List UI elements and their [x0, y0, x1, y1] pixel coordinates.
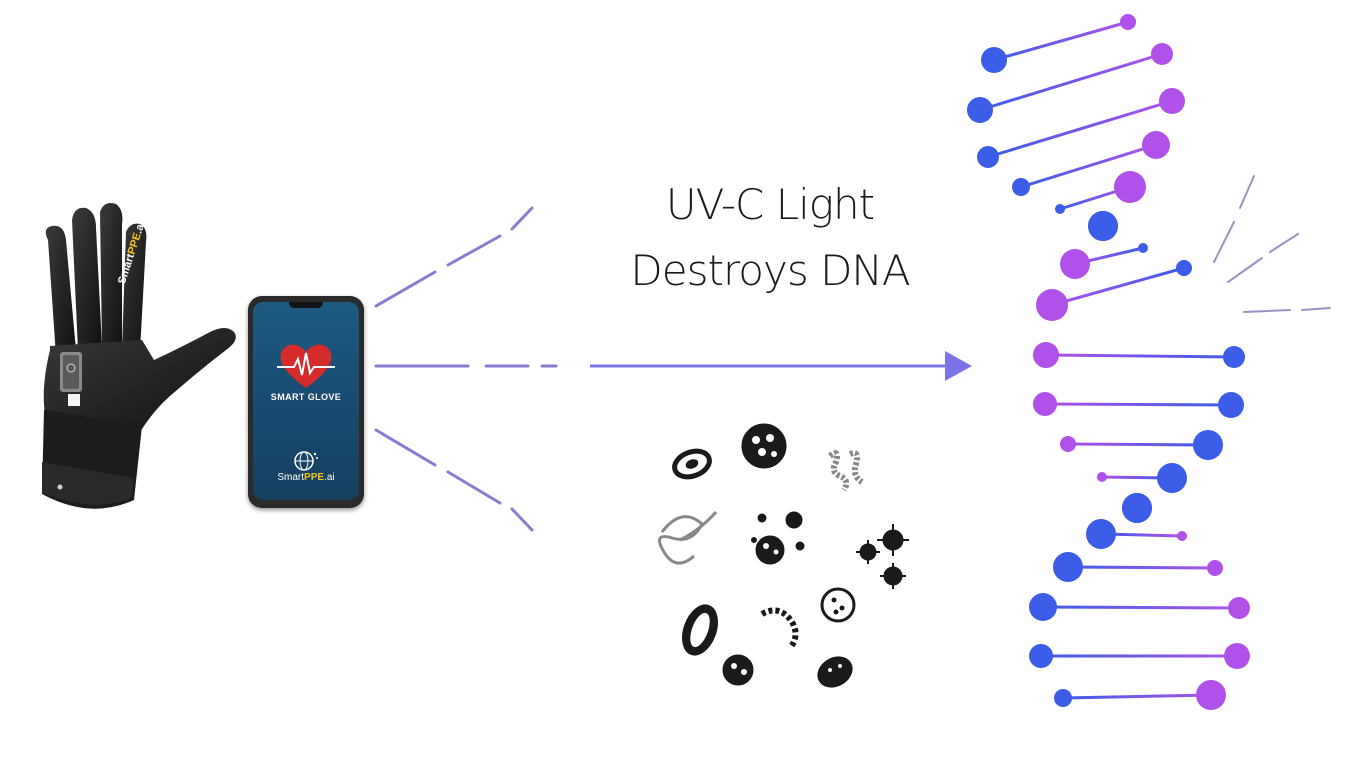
- dna-node: [1177, 531, 1187, 541]
- dna-node: [1012, 178, 1030, 196]
- dna-node: [1196, 680, 1226, 710]
- dna-node: [1142, 131, 1170, 159]
- headline-line-1: UV-C Light: [665, 180, 875, 229]
- dna-rung: [1020, 143, 1157, 189]
- dna-node: [1157, 463, 1187, 493]
- dna-node: [1120, 14, 1136, 30]
- microbes-icon: [658, 423, 909, 688]
- dna-node: [1029, 644, 1053, 668]
- dna-node: [1033, 392, 1057, 416]
- phone-brand-label: SmartPPE.ai: [277, 472, 335, 483]
- dna-node: [1086, 519, 1116, 549]
- dna-node: [1159, 88, 1185, 114]
- heart-rate-icon: [277, 344, 335, 388]
- dna-node: [1228, 597, 1250, 619]
- dna-rung: [1067, 565, 1216, 570]
- lower-beam: [374, 428, 534, 532]
- dna-rung: [1062, 693, 1212, 700]
- dna-node: [1097, 472, 1107, 482]
- dna-node: [977, 146, 999, 168]
- headline-line-2: Destroys DNA: [630, 246, 910, 295]
- dna-node: [1151, 43, 1173, 65]
- dna-helix-icon: [967, 14, 1250, 710]
- dna-node: [1114, 171, 1146, 203]
- dna-node: [1193, 430, 1223, 460]
- dna-node: [1036, 289, 1068, 321]
- upper-beam: [374, 206, 534, 308]
- dna-rung: [1067, 442, 1209, 447]
- dna-node: [1033, 342, 1059, 368]
- dna-rung: [993, 20, 1129, 62]
- dna-node: [1224, 643, 1250, 669]
- dna-node: [1176, 260, 1192, 276]
- dna-node: [1054, 689, 1072, 707]
- smartphone-icon: SMART GLOVE SmartPPE.ai: [248, 296, 364, 508]
- dna-break-marks: [1213, 175, 1331, 313]
- dna-node: [1122, 493, 1152, 523]
- globe-logo-icon: [294, 451, 318, 471]
- phone-screen-title: SMART GLOVE: [270, 392, 342, 402]
- dna-node: [1223, 346, 1245, 368]
- phone-notch: [289, 302, 323, 308]
- dna-node: [1060, 436, 1076, 452]
- dna-node: [1060, 249, 1090, 279]
- dna-node: [1138, 243, 1148, 253]
- dna-rung: [987, 99, 1173, 159]
- smart-glove-icon: [42, 203, 236, 509]
- arrow-right-icon: [945, 351, 972, 381]
- dna-node: [981, 47, 1007, 73]
- dna-node: [1029, 593, 1057, 621]
- dna-node: [1088, 211, 1118, 241]
- dna-node: [967, 97, 993, 123]
- phone-screen: SMART GLOVE SmartPPE.ai: [253, 302, 359, 500]
- dna-node: [1218, 392, 1244, 418]
- dna-rung: [1044, 402, 1232, 407]
- dna-rung: [979, 52, 1163, 112]
- dna-rung: [1042, 605, 1240, 610]
- dna-node: [1055, 204, 1065, 214]
- dna-node: [1207, 560, 1223, 576]
- dna-rung: [1051, 266, 1185, 307]
- dna-rung: [1045, 353, 1235, 359]
- headline: UV-C Light Destroys DNA: [600, 172, 940, 304]
- dna-node: [1053, 552, 1083, 582]
